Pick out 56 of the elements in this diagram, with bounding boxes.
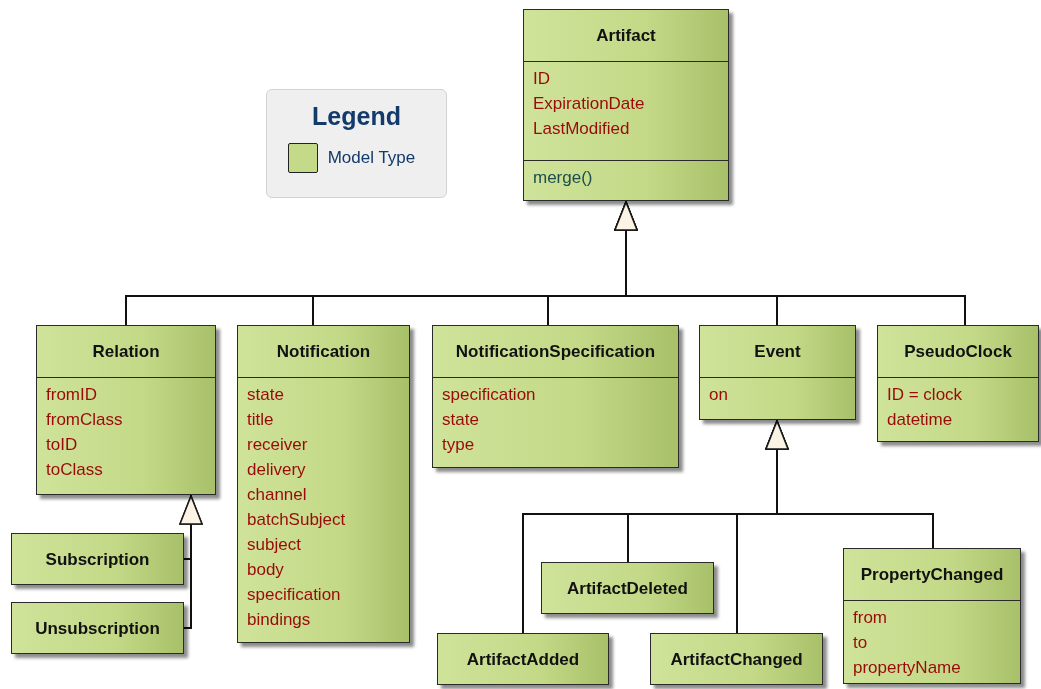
- class-box: [11, 533, 184, 585]
- class-attribute: from: [853, 607, 888, 629]
- class-name: Event: [754, 341, 801, 362]
- class-box: [650, 633, 823, 685]
- class-attribute: datetime: [887, 409, 954, 431]
- class-box: [523, 9, 729, 201]
- class-name: ArtifactDeleted: [567, 579, 688, 599]
- class-attribute: title: [247, 409, 275, 431]
- class-box: [541, 562, 714, 614]
- class-name: Notification: [276, 341, 371, 362]
- class-attribute: fromID: [46, 384, 98, 406]
- legend-text: Model Type: [327, 148, 416, 168]
- class-method: merge(): [533, 167, 594, 189]
- class-box: [877, 325, 1039, 442]
- class-attribute: toClass: [46, 459, 104, 481]
- class-attribute: batchSubject: [247, 509, 347, 531]
- class-name: Relation: [92, 341, 160, 362]
- class-attribute: channel: [247, 484, 308, 506]
- class-attribute: fromClass: [46, 409, 124, 431]
- class-attribute: LastModified: [533, 118, 631, 140]
- class-name: Unsubscription: [35, 619, 160, 639]
- class-attribute: bindings: [247, 609, 312, 631]
- class-box: [843, 548, 1021, 684]
- class-attribute: type: [442, 434, 476, 456]
- class-box: [36, 325, 216, 495]
- class-name: PseudoClock: [904, 341, 1012, 362]
- class-attribute: specification: [442, 384, 537, 406]
- class-attribute: state: [442, 409, 480, 431]
- class-box: [699, 325, 856, 420]
- class-attribute: ExpirationDate: [533, 93, 646, 115]
- class-name: PropertyChanged: [860, 564, 1004, 585]
- class-name: ArtifactAdded: [466, 650, 580, 670]
- class-attribute: state: [247, 384, 285, 406]
- class-attribute: on: [709, 384, 729, 406]
- class-attribute: body: [247, 559, 285, 581]
- class-attribute: receiver: [247, 434, 309, 456]
- class-attribute: to: [853, 632, 869, 654]
- generalization-arrow: [614, 200, 966, 326]
- class-attribute: propertyName: [853, 657, 962, 679]
- class-attribute: delivery: [247, 459, 307, 481]
- class-box: [432, 325, 679, 468]
- legend-title: Legend: [312, 102, 401, 131]
- generalization-arrow: [765, 419, 934, 549]
- class-attribute: ID = clock: [887, 384, 964, 406]
- generalization-arrow: [179, 494, 203, 629]
- class-name: NotificationSpecification: [455, 341, 656, 362]
- class-box: [237, 325, 410, 643]
- class-attribute: ID: [533, 68, 551, 90]
- class-attribute: subject: [247, 534, 302, 556]
- class-name: Subscription: [45, 550, 150, 570]
- class-attribute: toID: [46, 434, 79, 456]
- class-attribute: specification: [247, 584, 342, 606]
- class-box: [11, 602, 184, 654]
- class-box: [437, 633, 609, 685]
- class-name: ArtifactChanged: [670, 650, 803, 670]
- class-name: Artifact: [596, 25, 656, 46]
